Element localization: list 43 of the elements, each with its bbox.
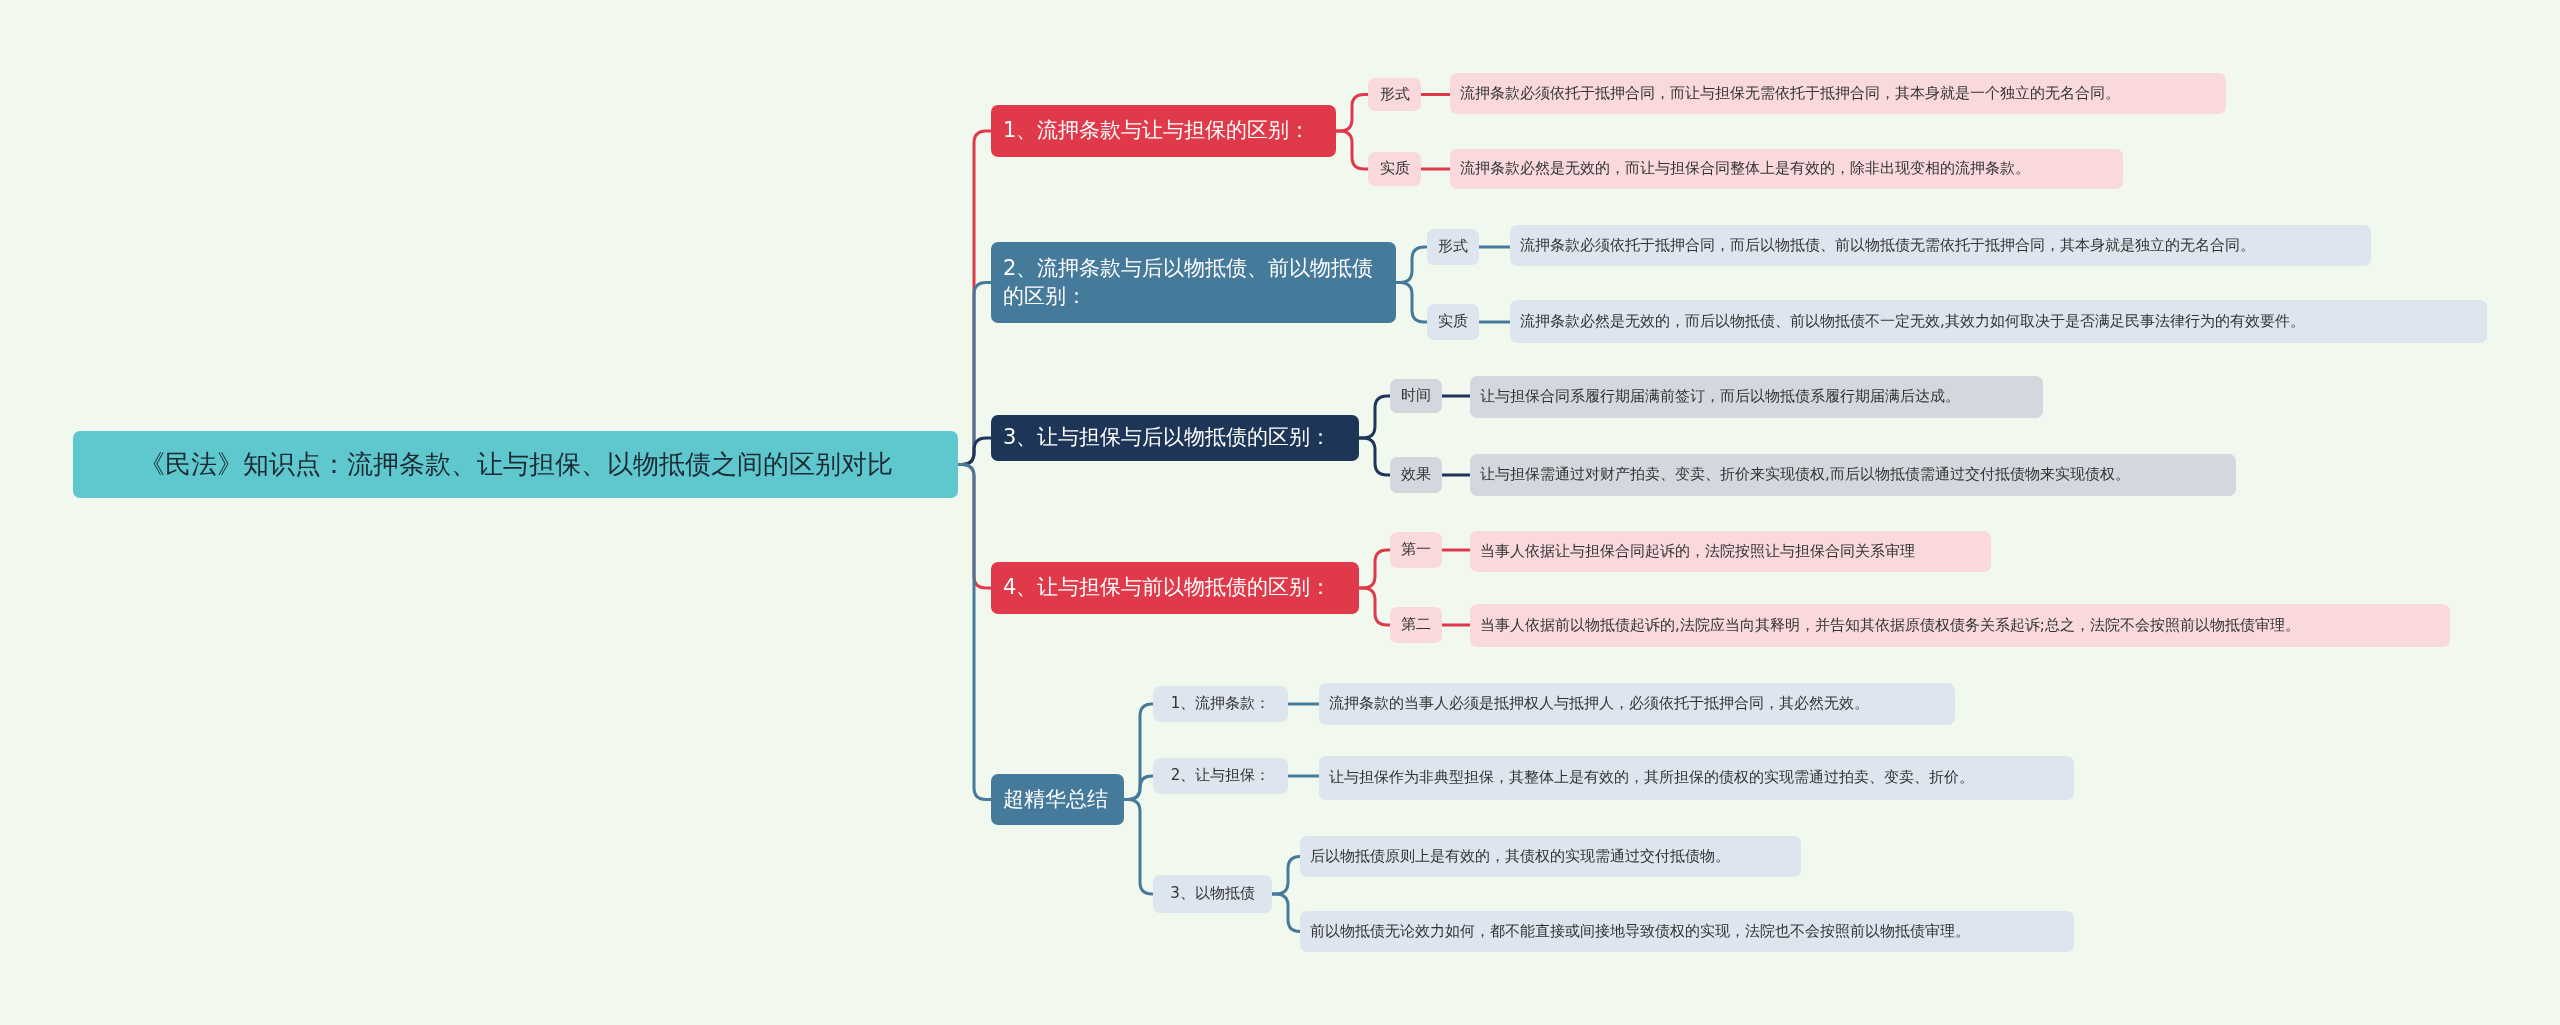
connector-line (1442, 548, 1470, 552)
root-topic-box: 《民法》知识点：流押条款、让与担保、以物抵债之间的区别对比 (73, 431, 958, 498)
connector-line (1479, 245, 1510, 249)
subtopic-box: 时间 (1390, 379, 1442, 413)
branch-topic-box: 3、让与担保与后以物抵债的区别： (991, 415, 1359, 461)
subtopic-box: 实质 (1427, 304, 1479, 340)
connector-line (1421, 93, 1450, 96)
subtopic-box: 实质 (1368, 152, 1421, 186)
branch-topic-box: 4、让与担保与前以物抵债的区别： (991, 562, 1359, 614)
connector-line (1442, 473, 1470, 477)
detail-text-box: 让与担保需通过对财产拍卖、变卖、折价来实现债权,而后以物抵债需通过交付抵债物来实现债权。 (1470, 454, 2236, 496)
subtopic-box: 1、流押条款： (1153, 686, 1288, 722)
branch-topic-box: 1、流押条款与让与担保的区别： (991, 105, 1336, 157)
detail-text-box: 当事人依据让与担保合同起诉的，法院按照让与担保合同关系审理 (1470, 531, 1991, 572)
connector-line (1336, 129, 1368, 171)
subtopic-box: 2、让与担保： (1153, 758, 1288, 794)
connector-line (1421, 167, 1450, 171)
detail-text-box: 当事人依据前以物抵债起诉的,法院应当向其释明，并告知其依据原债权债务关系起诉;总之，法院不会按照前以物抵债审理。 (1470, 604, 2450, 647)
detail-text-box: 流押条款必然是无效的，而后以物抵债、前以物抵债不一定无效,其效力如何取决于是否满足民事法律行为的有效要件。 (1510, 300, 2487, 343)
connector-line (1479, 320, 1510, 324)
detail-text-box: 让与担保合同系履行期届满前签订，而后以物抵债系履行期届满后达成。 (1470, 376, 2043, 418)
branch-topic-box: 2、流押条款与后以物抵债、前以物抵债的区别： (991, 242, 1396, 323)
subtopic-box: 形式 (1368, 78, 1421, 111)
branch-topic-box: 超精华总结 (991, 774, 1124, 825)
subtopic-box: 形式 (1427, 229, 1479, 265)
detail-text-box: 后以物抵债原则上是有效的，其债权的实现需通过交付抵债物。 (1300, 836, 1801, 877)
subtopic-box: 3、以物抵债 (1153, 875, 1272, 913)
subtopic-box: 第二 (1390, 607, 1442, 643)
connector-line (1288, 774, 1319, 778)
connector-line (1359, 436, 1390, 477)
connector-line (1272, 892, 1302, 933)
detail-text-box: 流押条款必须依托于抵押合同，而后以物抵债、前以物抵债无需依托于抵押合同，其本身就是独立的无名合同。 (1510, 225, 2371, 266)
detail-text-box: 让与担保作为非典型担保，其整体上是有效的，其所担保的债权的实现需通过拍卖、变卖、折价。 (1319, 756, 2074, 800)
detail-text-box: 流押条款必须依托于抵押合同，而让与担保无需依托于抵押合同，其本身就是一个独立的无名合同。 (1450, 73, 2226, 114)
subtopic-box: 第一 (1390, 532, 1442, 568)
connector-line (1359, 586, 1390, 627)
subtopic-box: 效果 (1390, 457, 1442, 493)
connector-line (1442, 394, 1470, 398)
detail-text-box: 流押条款必然是无效的，而让与担保合同整体上是有效的，除非出现变相的流押条款。 (1450, 149, 2123, 189)
detail-text-box: 流押条款的当事人必须是抵押权人与抵押人，必须依托于抵押合同，其必然无效。 (1319, 683, 1955, 725)
detail-text-box: 前以物抵债无论效力如何，都不能直接或间接地导致债权的实现，法院也不会按照前以物抵债审理。 (1300, 911, 2074, 952)
connector-line (1288, 702, 1319, 706)
connector-line (1442, 623, 1470, 627)
